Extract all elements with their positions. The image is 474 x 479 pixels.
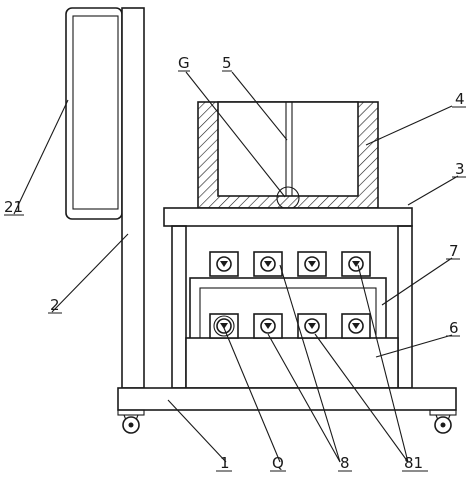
wheel-left (117, 409, 145, 434)
knob-bottom-3 (297, 313, 327, 339)
reference-labels: G 5 4 3 7 6 21 2 1 Q 8 81 (4, 54, 466, 472)
knob-top-1 (209, 251, 239, 277)
knob-row-top (209, 251, 371, 277)
leader-lines (13, 71, 459, 463)
knob-top-2 (253, 251, 283, 277)
label-21: 21 (4, 198, 23, 216)
label-4: 4 (455, 90, 465, 108)
label-2: 2 (50, 296, 60, 314)
top-container-4 (197, 101, 379, 209)
base-1 (117, 387, 457, 411)
knob-bottom-4 (341, 313, 371, 339)
label-g: G (178, 54, 190, 72)
knob-row-bottom (209, 313, 371, 339)
label-81: 81 (404, 454, 423, 472)
label-1: 1 (220, 454, 230, 472)
wheel-right (429, 409, 457, 434)
lower-tray-6 (185, 337, 399, 389)
side-panel-21 (65, 7, 123, 220)
label-5: 5 (222, 54, 232, 72)
vertical-column-2 (121, 7, 145, 389)
label-6: 6 (449, 319, 459, 337)
label-3: 3 (455, 160, 465, 178)
knob-top-3 (297, 251, 327, 277)
label-8: 8 (340, 454, 350, 472)
knob-top-4 (341, 251, 371, 277)
label-q: Q (272, 454, 284, 472)
knob-bottom-2 (253, 313, 283, 339)
table-frame-3 (163, 207, 413, 389)
knob-bottom-1 (209, 313, 239, 339)
label-7: 7 (449, 242, 459, 260)
